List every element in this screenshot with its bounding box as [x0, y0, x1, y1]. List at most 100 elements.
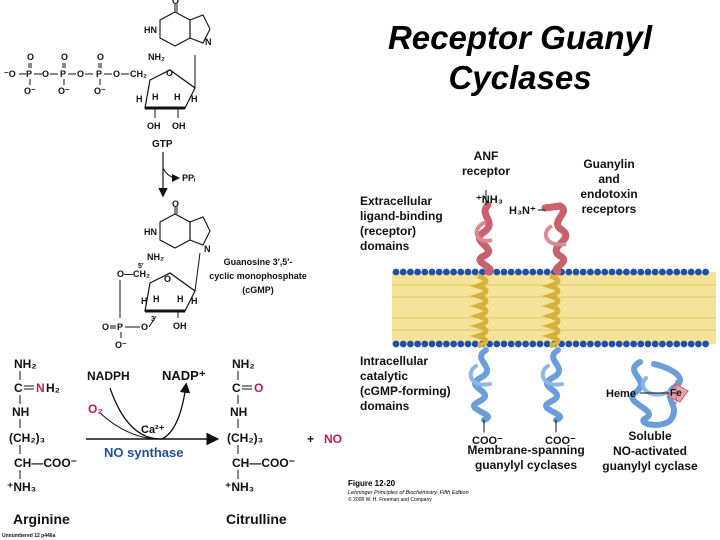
lipid-head [464, 268, 472, 276]
gtp-oh1: OH [147, 121, 161, 131]
gtp-label: GTP [152, 139, 173, 150]
lipid-head [500, 340, 508, 348]
lipid-head [572, 340, 580, 348]
lipid-head [457, 268, 465, 276]
lipid-head [507, 268, 515, 276]
lipid-head [565, 268, 573, 276]
gtp-ring-o: O [166, 68, 173, 78]
cit-ch2-3: (CH₂)₃ [227, 431, 263, 445]
cgmp-p: P [117, 322, 123, 332]
lipid-head [543, 340, 551, 348]
lipid-head [529, 268, 537, 276]
lipid-head [435, 268, 443, 276]
guanylin-nh3: H₃N⁺ [509, 205, 536, 217]
lipid-head [608, 340, 616, 348]
lipid-head [450, 340, 457, 348]
arg-n-red: N [36, 381, 45, 395]
lipid-head [421, 268, 429, 276]
slide-title: Receptor Guanyl Cyclases [330, 18, 710, 98]
no-product: NO [324, 432, 342, 446]
lipid-head [479, 268, 486, 276]
lipid-head [659, 340, 666, 348]
gtp-o-bridge-3: O [113, 69, 120, 79]
lipid-head [666, 340, 673, 348]
extracellular-label-4: domains [360, 239, 410, 253]
arginine: NH₂ C N H₂ NH (CH₂)₃ CH—COO⁻ ⁺NH₃ Argini… [7, 357, 77, 527]
gtp-h3: H [174, 92, 181, 102]
lipid-head [673, 340, 681, 348]
lipid-head [680, 268, 688, 276]
cit-c: C [232, 381, 241, 395]
gtp-h1: H [136, 94, 143, 104]
ca-label: Ca²⁺ [141, 424, 165, 436]
lipid-head [637, 340, 645, 348]
lipid-head [471, 268, 479, 276]
anf-label-2: receptor [462, 164, 510, 178]
lipid-head [623, 340, 630, 348]
soluble-label-3: guanylyl cyclase [602, 459, 698, 473]
gtp-p3: P [96, 69, 102, 79]
lipid-head [666, 268, 673, 276]
lipid-head [565, 340, 573, 348]
triphosphate: ⁻O P O O⁻ O P O O⁻ O P O [4, 52, 147, 96]
reaction-arrows [86, 382, 220, 446]
cit-o-red: O [254, 381, 263, 395]
extracellular-label-1: Extracellular [360, 194, 432, 208]
gtp-p2: P [60, 69, 66, 79]
lipid-head [407, 268, 414, 276]
guanylin-helix [541, 273, 561, 349]
lipid-head [536, 268, 544, 276]
coo-label-2: COO⁻ [545, 435, 576, 447]
guanylin-label-2: and [598, 172, 619, 186]
lipid-head [407, 340, 414, 348]
gtp-h2: H [152, 92, 159, 102]
nadph-label: NADPH [87, 369, 130, 383]
membrane-spanning-label-1: Membrane-spanning [467, 443, 584, 457]
lipid-head [493, 340, 501, 348]
soluble-label-2: NO-activated [613, 444, 687, 458]
o2-label: O₂ [88, 402, 103, 416]
lipid-head [471, 340, 479, 348]
cgmp-ribose: O 5′ O—CH₂ H H H H 3′ OH O P O O⁻ [102, 252, 201, 350]
no-synthase-reaction: NH₂ C N H₂ NH (CH₂)₃ CH—COO⁻ ⁺NH₃ Argini… [7, 357, 342, 527]
lipid-head [695, 268, 702, 276]
gtp-h4: H [191, 94, 198, 104]
gtp-base-hn: HN [144, 25, 157, 35]
cit-nh: NH [230, 405, 247, 419]
lipid-head [392, 340, 400, 348]
lipid-head [702, 268, 709, 276]
lipid-head [594, 268, 601, 276]
lipid-head [421, 340, 429, 348]
unnumbered-caption: Unnumbered 12 p446a [2, 533, 56, 539]
anf-catalytic [468, 347, 492, 433]
lipid-head [659, 268, 666, 276]
cgmp-h2: H [153, 294, 160, 304]
lipid-head [399, 340, 407, 348]
lipid-head [579, 340, 587, 348]
cgmp-h1: H [141, 296, 148, 306]
lipid-head [673, 268, 681, 276]
lipid-head [644, 268, 652, 276]
anf-helix [469, 273, 489, 349]
citrulline: NH₂ C O NH (CH₂)₃ CH—COO⁻ ⁺NH₃ Citrullin… [225, 357, 295, 527]
lipid-head [392, 268, 400, 276]
guanylin-label-4: receptors [582, 202, 637, 216]
soluble-label-1: Soluble [628, 429, 672, 443]
figure-caption: Figure 12-20 Lehninger Principles of Bio… [348, 479, 469, 503]
intracellular-label-3: (cGMP-forming) [360, 384, 451, 398]
lipid-head [543, 268, 551, 276]
gtp-minus-o: ⁻O [4, 69, 16, 79]
lipid-head [644, 340, 652, 348]
gtp-guanine: O HN NH₂ N [144, 0, 212, 62]
gtp-base-n: N [205, 37, 212, 47]
cgmp-base-o: O [172, 199, 179, 209]
lipid-head [623, 268, 630, 276]
cgmp-o-ch2: O—CH₂ [117, 269, 150, 279]
citrulline-name: Citrulline [226, 511, 287, 527]
lipid-head [695, 340, 702, 348]
lipid-head [443, 340, 450, 348]
cgmp-o-minus: O⁻ [115, 340, 127, 350]
cgmp-structure: O HN NH₂ N O 5′ O—CH₂ H H H H 3′ OH O [102, 199, 307, 350]
gtp-p3-o-top: O [97, 52, 104, 62]
